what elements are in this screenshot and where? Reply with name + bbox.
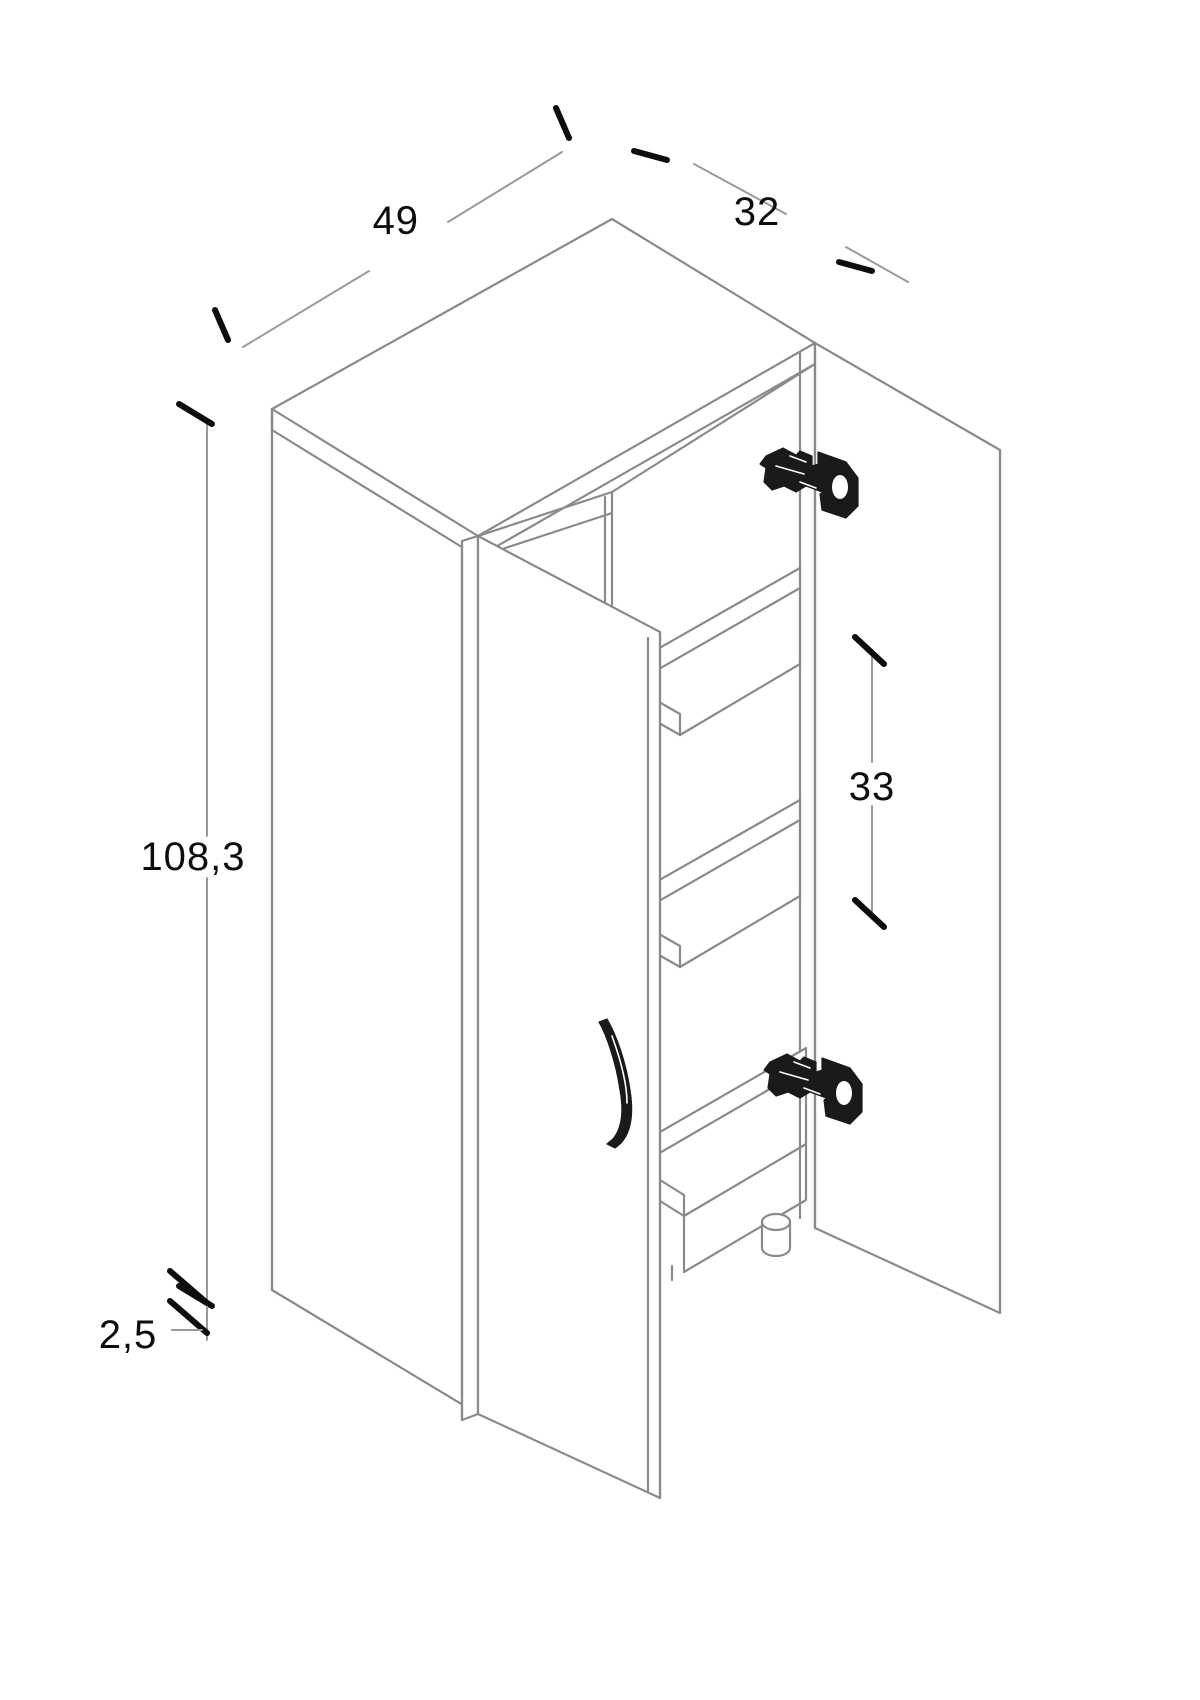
dimension-shelf-spacing-33: 33 <box>849 634 896 930</box>
dimension-label-shelf-spacing: 33 <box>849 765 896 809</box>
dimension-depth-49: 49 <box>212 105 572 348</box>
door-handle[interactable] <box>598 1018 633 1149</box>
dimension-height-108-3: 108,3 <box>140 401 245 1309</box>
dimension-label-height: 108,3 <box>140 835 245 879</box>
hinge-cup-hole-bottom <box>836 1081 852 1105</box>
dimension-plinth-2-5: 2,5 <box>99 1268 210 1357</box>
right-door-leaf <box>813 341 1002 1315</box>
dimension-label-depth: 49 <box>372 199 419 244</box>
dimension-label-plinth: 2,5 <box>99 1313 158 1357</box>
hinge-cup-hole-top <box>832 475 848 499</box>
concealed-hinge-top <box>759 447 859 519</box>
concealed-hinge-bottom <box>763 1053 863 1125</box>
right-door-open <box>476 534 662 1500</box>
cabinet-foot <box>760 1212 792 1258</box>
dimension-label-width: 32 <box>734 190 781 234</box>
dimension-width-32: 32 <box>631 148 909 283</box>
